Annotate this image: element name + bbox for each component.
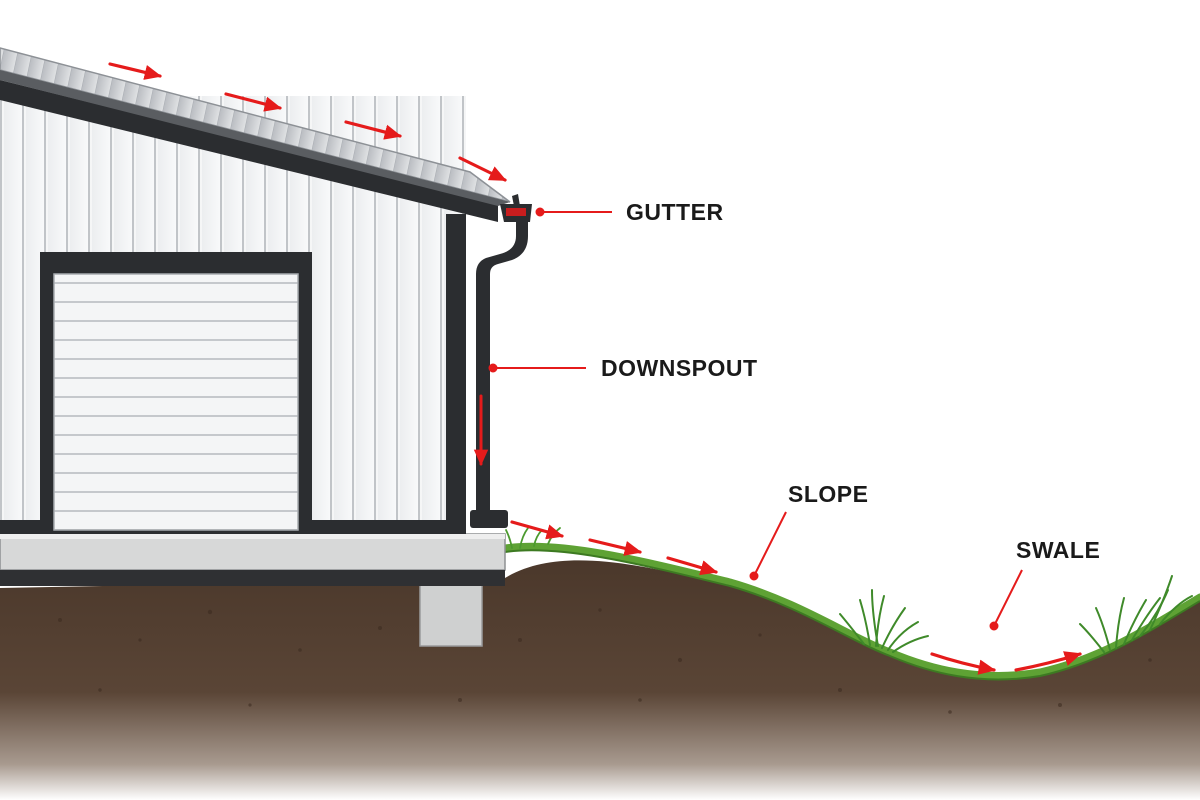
concrete-slab: [0, 533, 506, 571]
slope-label: SLOPE: [788, 481, 868, 507]
flow-arrow-icon: [510, 520, 718, 576]
flow-arrow-icon: [108, 62, 507, 182]
downspout-label: DOWNSPOUT: [601, 355, 758, 381]
downspout: [476, 220, 528, 526]
soil-ground: [0, 560, 1200, 800]
leader-line-icon: [535, 207, 612, 217]
leader-line-icon: [989, 569, 1023, 631]
leader-line-icon: [488, 363, 586, 373]
corner-trim: [446, 214, 466, 534]
roof-fascia: [0, 80, 498, 222]
soil-texture: [58, 608, 1152, 714]
grass-edge: [501, 542, 1200, 679]
swale-label: SWALE: [1016, 537, 1100, 563]
gutter-label: GUTTER: [626, 199, 724, 225]
grass-tuft-icon: [1079, 575, 1193, 653]
grass-tuft-icon: [839, 589, 929, 653]
flow-arrow-icon: [930, 651, 1082, 675]
leader-line-icon: [749, 511, 787, 581]
gutter: [500, 194, 532, 222]
roll-up-door: [53, 273, 299, 531]
